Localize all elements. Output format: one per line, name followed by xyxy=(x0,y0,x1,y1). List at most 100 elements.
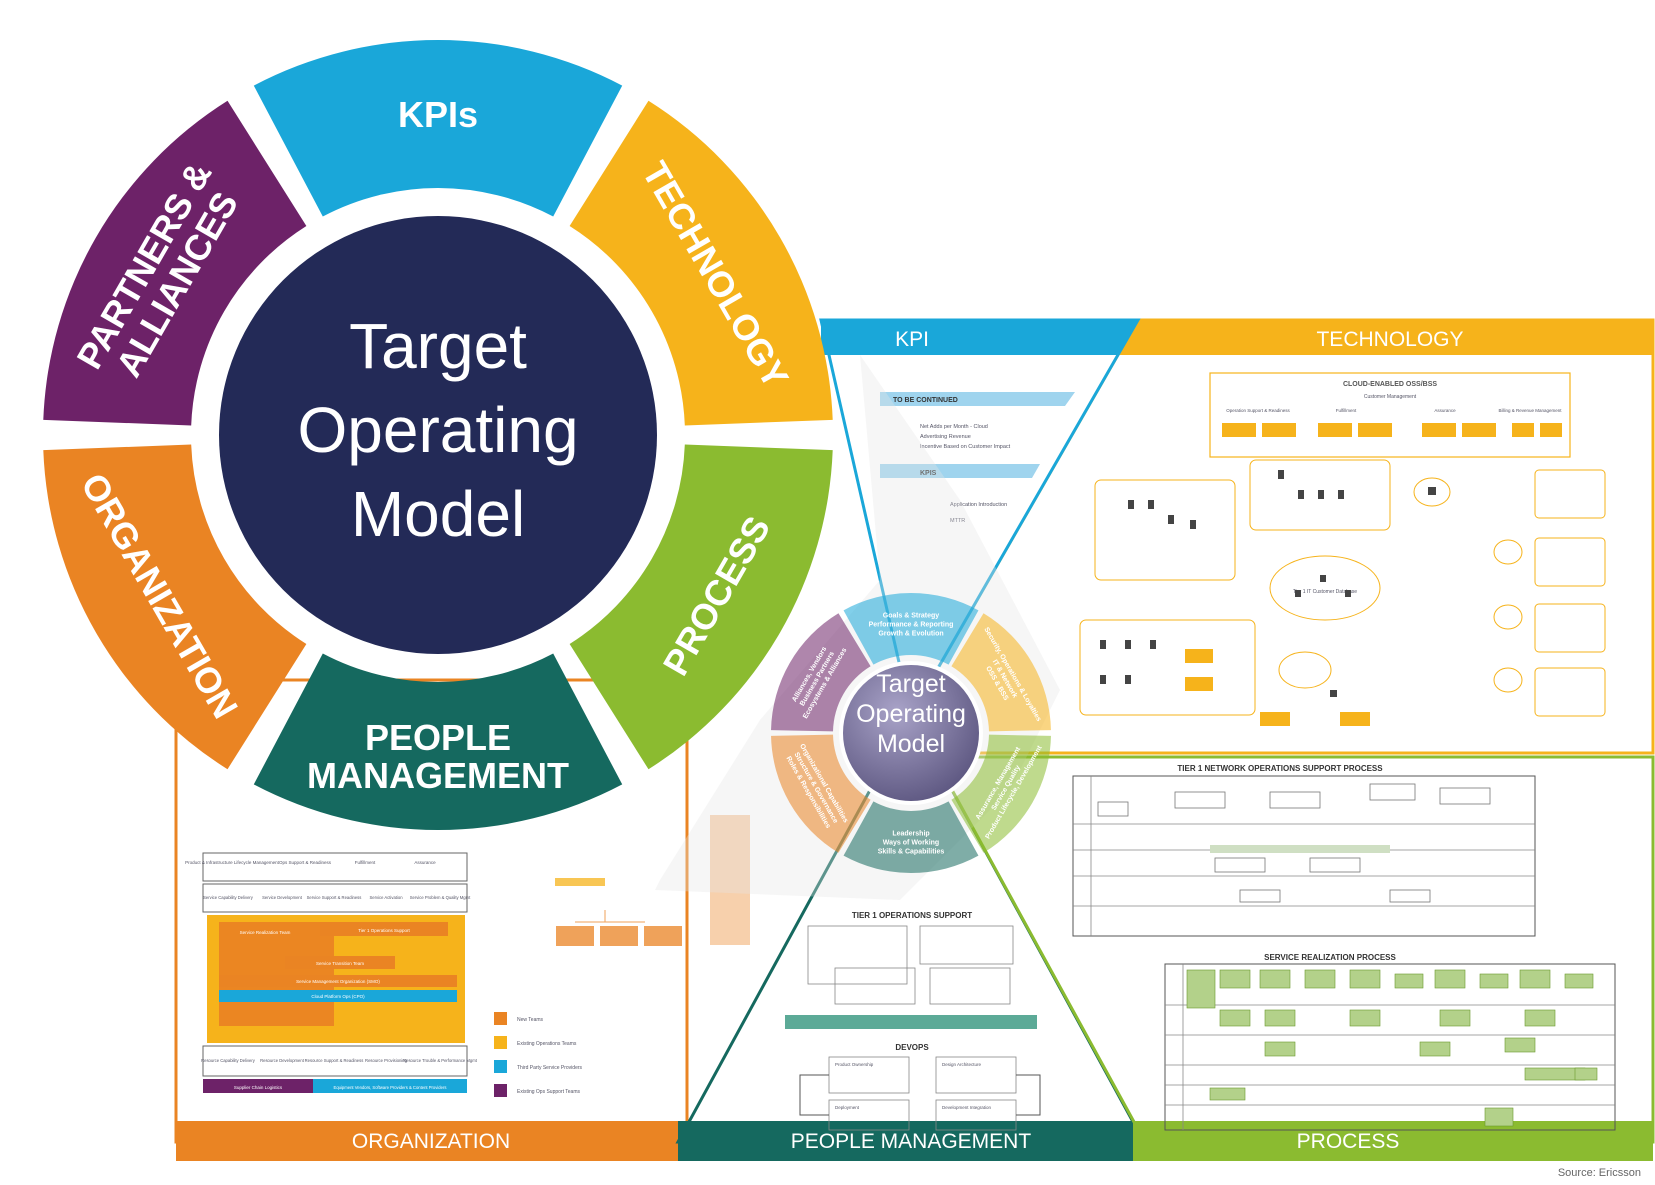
people-box-0: Product Ownership xyxy=(835,1062,874,1067)
hub: Target Operating Model xyxy=(219,216,657,654)
ring-kpis-label-line-1: KPIs xyxy=(398,94,478,135)
org-row2-3: Resource Provisioning xyxy=(365,1058,408,1063)
org-row1-3: Service Activation xyxy=(369,895,403,900)
technology-title: CLOUD-ENABLED OSS/BSS xyxy=(1343,381,1437,388)
org-row2-4: Resource Trouble & Performance Mgmt xyxy=(403,1058,478,1063)
mini-ring-people-label-line-1: Leadership xyxy=(892,831,929,838)
kpi-bullet-1-0: Net Adds per Month - Cloud xyxy=(920,424,988,430)
ring-process-segment xyxy=(569,444,833,770)
org-footer-left: Supplier Chain Logistics xyxy=(234,1085,283,1090)
people-title-2: DEVOPS xyxy=(895,1043,929,1052)
org-bar-0: Service Realization Team xyxy=(240,930,291,935)
ring-people-label-line-2: MANAGEMENT xyxy=(307,755,569,796)
mini-ring-technology-segment xyxy=(951,613,1051,732)
process-green-boxes xyxy=(1186,969,1598,1127)
org-tree xyxy=(555,815,750,946)
mini-ring-kpi-label-line-1: Goals & Strategy xyxy=(883,613,940,620)
technology-panel-bar xyxy=(1119,320,1653,355)
ring-organization-segment xyxy=(43,444,307,770)
org-legend-3: Existing Ops Support Teams xyxy=(517,1089,580,1095)
mini-ring-kpi-label-line-3: Growth & Evolution xyxy=(878,631,943,638)
people-panel-label: PEOPLE MANAGEMENT xyxy=(791,1130,1032,1153)
mini-ring-people-label-line-3: Skills & Capabilities xyxy=(878,849,945,856)
process-panel-bar xyxy=(1133,1121,1653,1161)
org-legend: New Teams Existing Operations Teams Thir… xyxy=(494,1012,583,1097)
mini-ring-kpi-label-line-2: Performance & Reporting xyxy=(869,622,954,629)
people-panel-bar xyxy=(678,1121,1144,1161)
org-legend-1: Existing Operations Teams xyxy=(517,1041,577,1047)
process-panel-label: PROCESS xyxy=(1297,1130,1400,1153)
mini-hub-title-line-2: Operating xyxy=(856,700,966,728)
kpi-bullet-2-1: MTTR xyxy=(950,518,965,524)
organization-panel-bar xyxy=(176,1121,687,1161)
technology-col-0: Operation Support & Readiness xyxy=(1226,408,1290,413)
org-legend-2: Third Party Service Providers xyxy=(517,1065,583,1071)
technology-col-2: Assurance xyxy=(1434,408,1456,413)
technology-panel-label: TECHNOLOGY xyxy=(1316,328,1463,351)
org-header-3: Assurance xyxy=(414,860,436,865)
org-bar-3: Service Management Organization (SMO) xyxy=(296,979,380,984)
org-header-0: Product & Infrastructure Lifecycle Manag… xyxy=(185,860,280,865)
people-box-1: Design Architecture xyxy=(942,1062,982,1067)
technology-outlines xyxy=(1079,459,1606,717)
mini-ring-process-segment xyxy=(951,734,1051,853)
mini-hub-circle xyxy=(839,661,983,805)
people-box-2: Deployment xyxy=(835,1105,860,1110)
hub-title-line-2: Operating xyxy=(297,394,578,466)
ring-kpis-label: KPIs xyxy=(398,94,478,135)
org-header-1: Ops Support & Readiness xyxy=(279,860,332,865)
org-header-2: Fulfillment xyxy=(355,860,376,865)
ring-partners-segment xyxy=(43,100,307,426)
technology-col-1: Fulfillment xyxy=(1336,408,1357,413)
org-footer-right: Equipment Vendors, Software Providers & … xyxy=(334,1085,447,1090)
kpi-panel-label: KPI xyxy=(895,328,929,351)
kpi-banner-2: KPIS xyxy=(920,470,937,477)
org-chart: Product & Infrastructure Lifecycle Manag… xyxy=(185,815,750,1097)
mini-ring-kpi-segment xyxy=(843,593,979,665)
people-box-3: Development Integration xyxy=(942,1105,992,1110)
kpi-panel-bar xyxy=(821,320,1138,355)
hub-circle xyxy=(219,216,657,654)
process-panel: PROCESS TIER 1 NETWORK OPERATIONS SUPPOR… xyxy=(909,713,1655,1161)
ring-kpis-segment xyxy=(253,39,623,217)
org-legend-0: New Teams xyxy=(517,1017,544,1023)
mini-hub-title-line-1: Target xyxy=(876,670,946,698)
org-row1-4: Service Problem & Quality Mgmt xyxy=(410,895,471,900)
source-note: Source: Ericsson xyxy=(1557,1167,1641,1179)
hub-title-line-1: Target xyxy=(349,310,527,382)
org-row2-1: Resource Development xyxy=(260,1058,305,1063)
kpi-bullet-1-1: Advertising Revenue xyxy=(920,434,971,440)
people-title-1: TIER 1 OPERATIONS SUPPORT xyxy=(852,911,972,920)
org-bar-4: Cloud Platform Ops (CPO) xyxy=(311,994,365,999)
ring-people-segment xyxy=(253,653,623,830)
technology-panel: TECHNOLOGY CLOUD-ENABLED OSS/BSS Custome… xyxy=(909,318,1655,755)
kpi-bullet-1-2: Incentive Based on Customer Impact xyxy=(920,444,1011,450)
technology-device-icons xyxy=(1100,470,1436,697)
org-row1-0: Service Capability Delivery xyxy=(203,895,254,900)
ring-technology-segment xyxy=(569,100,833,426)
process-title-1: TIER 1 NETWORK OPERATIONS SUPPORT PROCES… xyxy=(1177,764,1383,773)
ring-people-label-line-1: PEOPLE xyxy=(365,717,511,758)
technology-col-3: Billing & Revenue Management xyxy=(1498,408,1562,413)
org-bar-2: Service Transition Team xyxy=(316,961,364,966)
technology-cloud: Tier 1 IT Customer Database xyxy=(1293,589,1357,595)
org-row2-0: Resource Capability Delivery xyxy=(201,1058,256,1063)
mini-hub-title-line-3: Model xyxy=(877,730,945,758)
kpi-banner-1: TO BE CONTINUED xyxy=(893,397,958,404)
mini-ring-organization-segment xyxy=(771,734,871,853)
process-title-2: SERVICE REALIZATION PROCESS xyxy=(1264,953,1396,962)
technology-orange-boxes xyxy=(1185,423,1562,726)
mini-ring-people-segment xyxy=(843,801,979,873)
technology-sub: Customer Management xyxy=(1364,394,1417,400)
kpi-bullet-2-0: Application Introduction xyxy=(950,502,1007,508)
mini-ring-partners-segment xyxy=(771,613,871,732)
hub-title-line-3: Model xyxy=(351,478,525,550)
org-row1-1: Service Development xyxy=(262,895,303,900)
org-row1-2: Service Support & Readiness xyxy=(307,895,362,900)
organization-panel-label: ORGANIZATION xyxy=(352,1130,510,1153)
